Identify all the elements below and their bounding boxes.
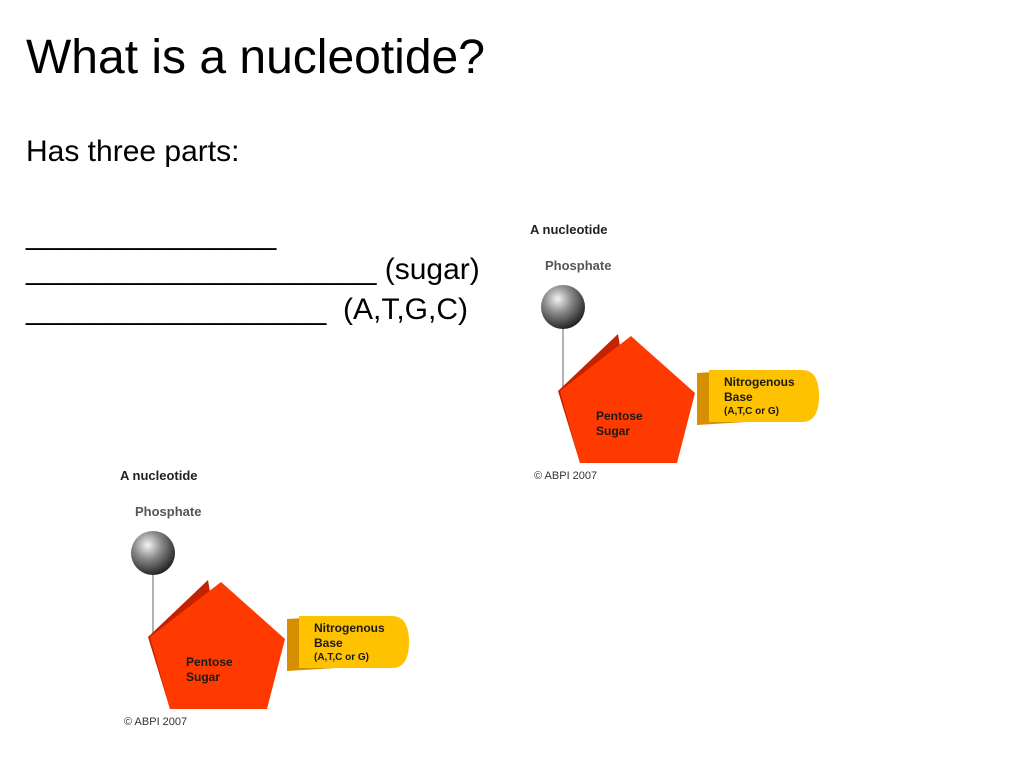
base-label-line3: (A,T,C or G): [724, 406, 779, 417]
pentose-sugar-shape: [150, 582, 285, 709]
phosphate-label: Phosphate: [545, 258, 611, 273]
copyright-text: © ABPI 2007: [534, 470, 597, 482]
intro-text: Has three parts:: [26, 135, 240, 168]
nucleotide-diagram-upper: A nucleotide Phosphate Pentose Sugar Nit…: [520, 215, 830, 490]
phosphate-sphere: [541, 285, 585, 329]
copyright-text: © ABPI 2007: [124, 716, 187, 728]
slide-title: What is a nucleotide?: [26, 31, 485, 84]
sugar-label-line2: Sugar: [186, 670, 220, 684]
sugar-label-line1: Pentose: [596, 409, 643, 423]
base-label-line2: Base: [724, 390, 753, 404]
phosphate-label: Phosphate: [135, 504, 201, 519]
sugar-label-line1: Pentose: [186, 655, 233, 669]
nitrogenous-base-shape: [709, 370, 819, 422]
sugar-label-line2: Sugar: [596, 424, 630, 438]
nitrogenous-base-shape: [299, 616, 409, 668]
nucleotide-diagram-lower: A nucleotide Phosphate Pentose Sugar Nit…: [110, 461, 420, 736]
blank-line-phosphate: _______________: [26, 218, 277, 251]
base-label-line2: Base: [314, 636, 343, 650]
blank-line-base: __________________ (A,T,G,C): [26, 293, 468, 326]
diagram-heading: A nucleotide: [530, 222, 608, 237]
pentose-sugar-shape: [560, 336, 695, 463]
base-label-line1: Nitrogenous: [314, 621, 385, 635]
phosphate-sphere: [131, 531, 175, 575]
diagram-heading: A nucleotide: [120, 468, 198, 483]
blank-line-sugar: _____________________ (sugar): [26, 253, 480, 286]
base-label-line1: Nitrogenous: [724, 375, 795, 389]
base-label-line3: (A,T,C or G): [314, 652, 369, 663]
